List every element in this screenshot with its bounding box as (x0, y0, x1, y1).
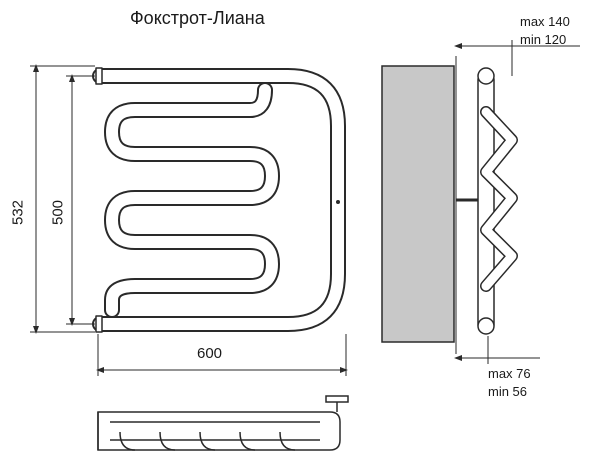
side-depth-max-label: max 140 (520, 14, 570, 29)
width-dimension-label: 600 (197, 345, 223, 362)
bottom-depth-max-label: max 76 (488, 366, 531, 381)
pipe-end-bottom (95, 315, 103, 333)
top-view-bracket (325, 395, 349, 403)
diagram-title: Фокстрот-Лиана (130, 8, 265, 28)
side-view (381, 40, 580, 364)
pipe-end-top (95, 67, 103, 85)
side-depth-min-label: min 120 (520, 32, 567, 47)
inner-height-dimension-label: 500 (49, 199, 67, 226)
top-view-pipe (97, 411, 341, 451)
wall (381, 65, 455, 343)
total-height-dimension-label: 532 (9, 199, 27, 226)
radiator-pipe-fill (94, 70, 344, 330)
bottom-depth-min-label: min 56 (488, 384, 528, 399)
air-valve-dot (336, 200, 340, 204)
dimension-lines (30, 64, 348, 376)
top-view (97, 395, 349, 451)
front-view (92, 67, 346, 333)
